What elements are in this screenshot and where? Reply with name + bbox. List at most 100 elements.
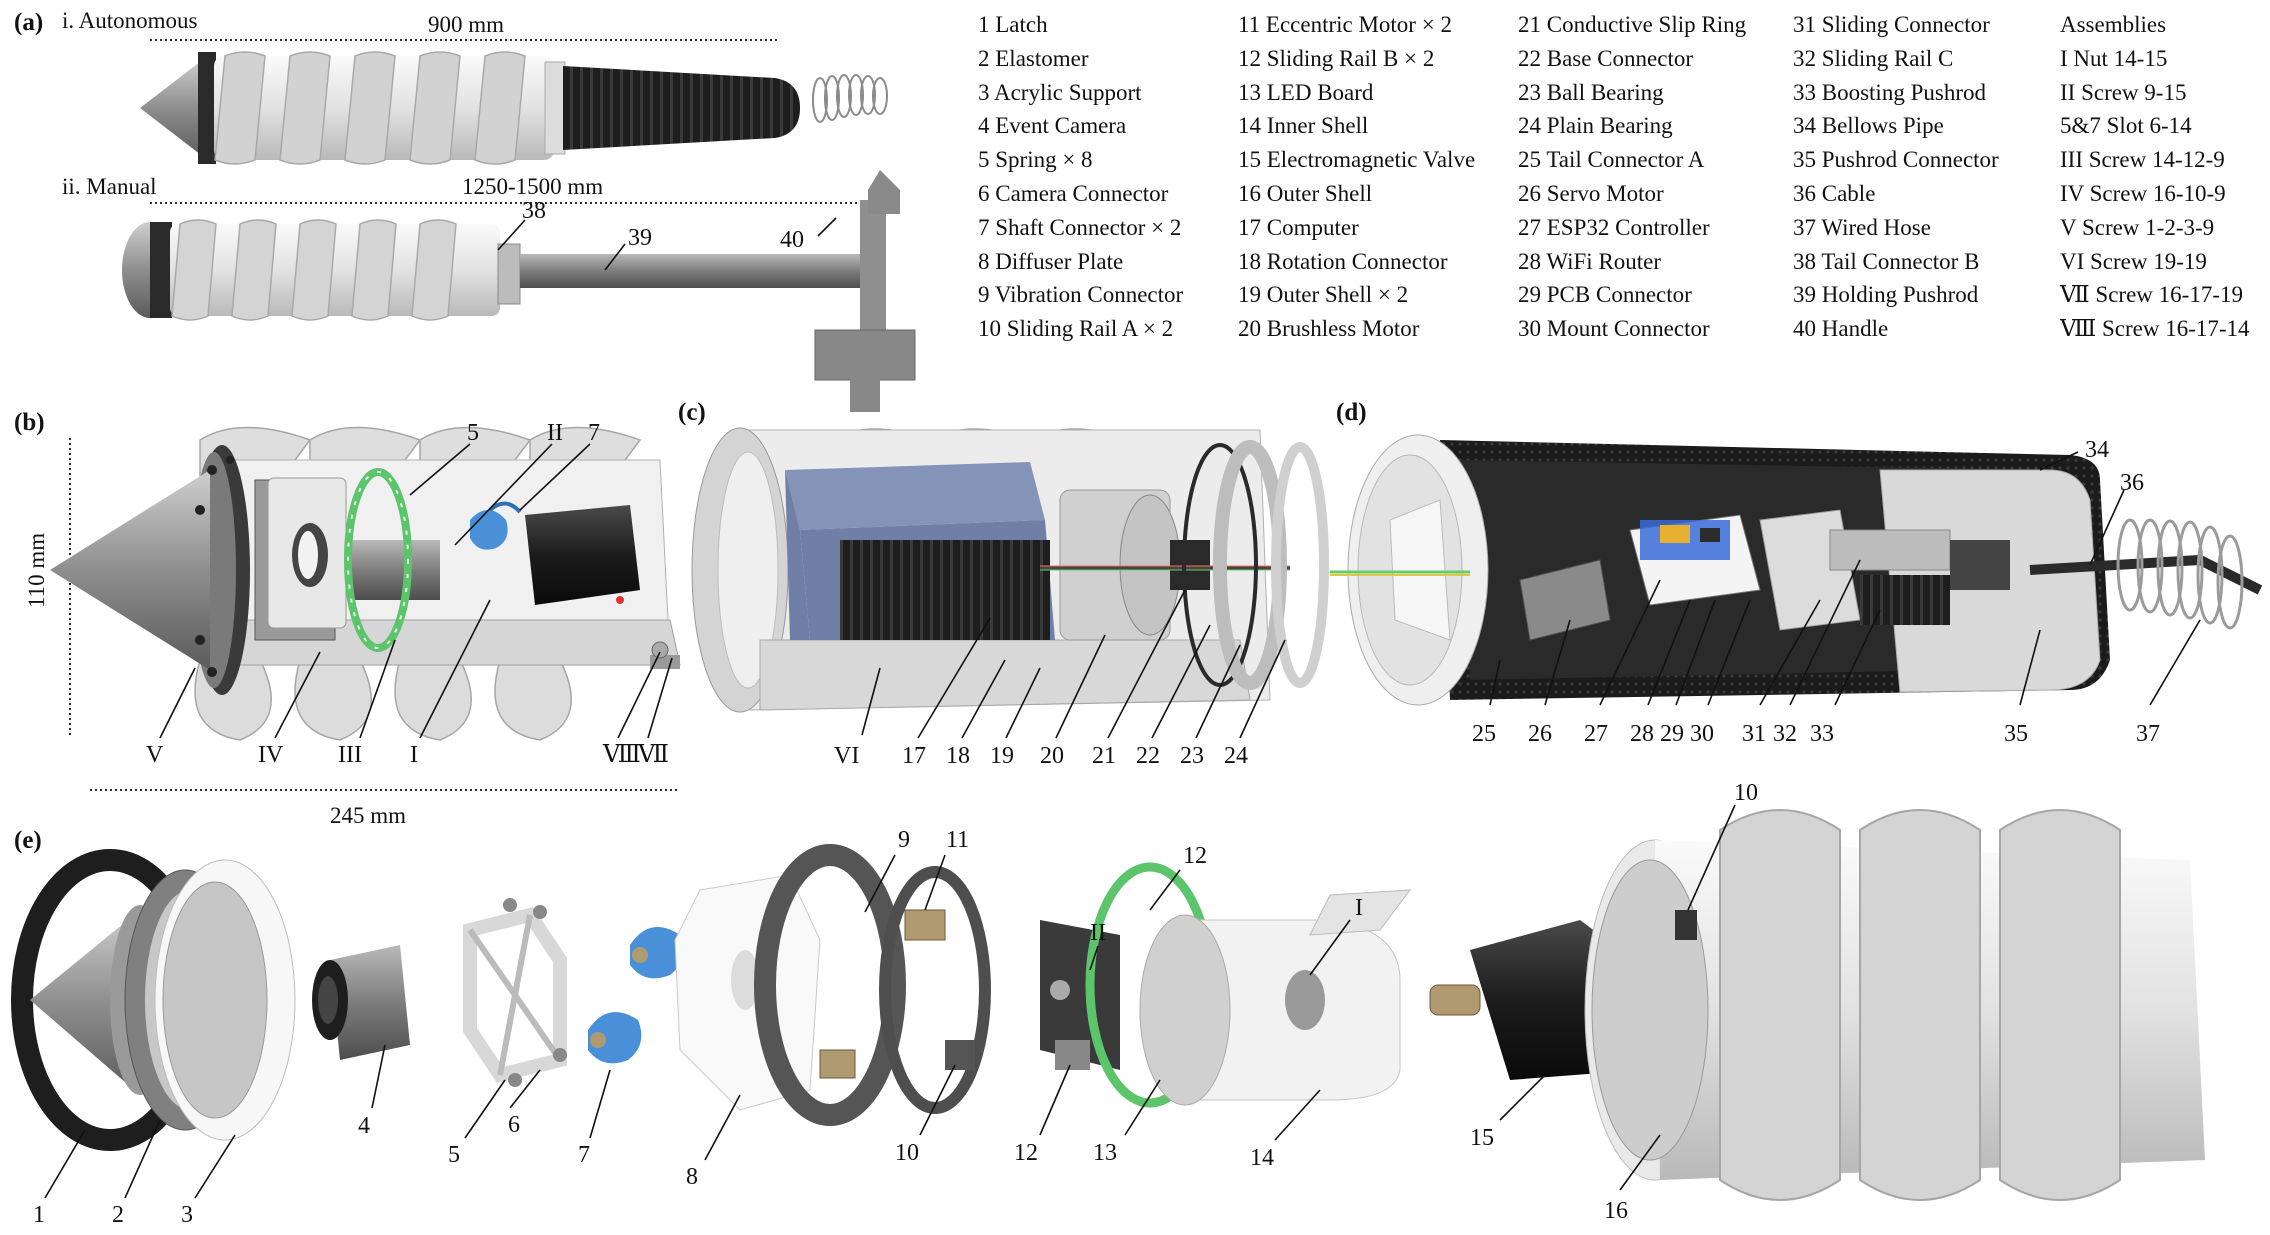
legend-item: 5 Spring × 8	[978, 147, 1093, 173]
callout-b-5: 5	[467, 420, 479, 446]
callout-d-28: 28	[1630, 721, 1654, 747]
legend-item: 11 Eccentric Motor × 2	[1238, 12, 1452, 37]
manual-label: ii. Manual	[62, 174, 157, 199]
callout-d-33: 33	[1810, 721, 1834, 747]
legend-item: 34 Bellows Pipe	[1793, 113, 1944, 139]
callout-e-I: I	[1355, 895, 1363, 921]
legend-item: 5&7 Slot 6-14	[2060, 113, 2192, 139]
legend-item: 38 Tail Connector B	[1793, 248, 1980, 274]
callout-e-7: 7	[578, 1142, 590, 1168]
callout-e-12-top: 12	[1183, 843, 1207, 869]
callout-e-4: 4	[358, 1113, 370, 1139]
callout-b-V: V	[146, 742, 164, 768]
panel-label-d: (d)	[1336, 399, 1367, 426]
legend-item: 8 Diffuser Plate	[978, 248, 1124, 274]
callout-38: 38	[522, 198, 546, 224]
callout-d-31: 31	[1742, 721, 1766, 747]
callout-c-20: 20	[1040, 743, 1064, 769]
legend-item: 32 Sliding Rail C	[1793, 45, 1954, 71]
callout-c-18: 18	[946, 743, 970, 769]
legend-item: 29 PCB Connector	[1518, 282, 1692, 308]
legend-item: 33 Boosting Pushrod	[1793, 79, 1986, 105]
manual-length: 1250-1500 mm	[462, 174, 603, 199]
legend-item: 39 Holding Pushrod	[1793, 282, 1979, 308]
callouts-b: 5 II 7 V IV III I Ⅷ Ⅶ	[146, 420, 673, 768]
legend-item: II Screw 9-15	[2060, 79, 2187, 105]
panel-label-a: (a)	[14, 9, 43, 36]
callout-e-5: 5	[448, 1142, 460, 1168]
callout-b-III: III	[338, 742, 362, 768]
length-dim-text: 245 mm	[330, 803, 406, 828]
callouts-a: 38 39 40	[497, 198, 837, 271]
legend-item: 23 Ball Bearing	[1518, 79, 1664, 105]
legend-item: 14 Inner Shell	[1238, 113, 1369, 139]
callout-d-36: 36	[2120, 470, 2144, 496]
legend-item: 35 Pushrod Connector	[1793, 147, 1999, 173]
legend-item: 18 Rotation Connector	[1238, 248, 1448, 274]
callout-e-8: 8	[686, 1164, 698, 1190]
legend-item: 6 Camera Connector	[978, 180, 1169, 206]
legend-item: 9 Vibration Connector	[978, 282, 1184, 308]
legend-item: III Screw 14-12-9	[2060, 147, 2225, 173]
legend-heading: Assemblies	[2060, 12, 2167, 37]
callout-e-11: 11	[946, 827, 969, 853]
legend-item: 27 ESP32 Controller	[1518, 214, 1710, 240]
panel-label-c: (c)	[678, 399, 706, 426]
callouts-c: VI 17 18 19 20 21 22 23 24	[834, 589, 1286, 769]
callout-d-32: 32	[1773, 721, 1797, 747]
panel-a: (a) i. Autonomous 900 mm ii. Ma	[14, 8, 916, 412]
legend-item: I Nut 14-15	[2060, 45, 2168, 71]
legend-item: Ⅷ Screw 16-17-14	[2060, 316, 2250, 342]
legend-item: 21 Conductive Slip Ring	[1518, 12, 1747, 37]
callout-c-23: 23	[1180, 743, 1204, 769]
legend-item: 37 Wired Hose	[1793, 214, 1931, 240]
legend-item: 26 Servo Motor	[1518, 180, 1664, 206]
callout-c-19: 19	[990, 743, 1014, 769]
legend-item: 36 Cable	[1793, 180, 1876, 206]
legend-column-1: 1 Latch 2 Elastomer 3 Acrylic Support 4 …	[978, 8, 1183, 346]
panel-c: (c)	[678, 399, 1329, 769]
legend-item: 40 Handle	[1793, 316, 1889, 342]
legend-item: 25 Tail Connector A	[1518, 147, 1705, 173]
callout-c-22: 22	[1136, 743, 1160, 769]
callout-d-34: 34	[2085, 437, 2109, 463]
callout-d-25: 25	[1472, 721, 1496, 747]
callout-e-9: 9	[898, 827, 910, 853]
callout-e-1: 1	[33, 1202, 45, 1228]
legend-item: 28 WiFi Router	[1518, 248, 1662, 274]
parts-legend: 1 Latch 2 Elastomer 3 Acrylic Support 4 …	[978, 8, 2268, 348]
panel-e: (e)	[11, 780, 2205, 1228]
legend-column-4: 31 Sliding Connector 32 Sliding Rail C 3…	[1793, 8, 1999, 346]
legend-item: 4 Event Camera	[978, 113, 1127, 139]
callout-c-17: 17	[902, 743, 926, 769]
callout-d-37: 37	[2136, 721, 2160, 747]
callout-c-24: 24	[1224, 743, 1248, 769]
legend-item: 1 Latch	[978, 12, 1048, 37]
callout-e-10-left: 10	[895, 1140, 919, 1166]
legend-item: 30 Mount Connector	[1518, 316, 1710, 342]
legend-item: 10 Sliding Rail A × 2	[978, 316, 1174, 342]
callout-e-3: 3	[181, 1202, 193, 1228]
height-dim-text: 110 mm	[24, 533, 49, 608]
legend-item: 19 Outer Shell × 2	[1238, 282, 1409, 308]
callout-b-7: 7	[588, 420, 600, 446]
panel-label-b: (b)	[14, 409, 45, 436]
legend-item: VI Screw 19-19	[2060, 248, 2207, 274]
callout-d-30: 30	[1690, 721, 1714, 747]
tail-cross-section-d	[1330, 434, 2263, 706]
legend-item: 7 Shaft Connector × 2	[978, 214, 1182, 240]
callout-c-VI: VI	[834, 743, 859, 769]
legend-item: Ⅶ Screw 16-17-19	[2060, 282, 2243, 308]
callout-d-26: 26	[1528, 721, 1552, 747]
manual-robot	[122, 170, 916, 412]
legend-item: V Screw 1-2-3-9	[2060, 214, 2215, 240]
callout-b-VIII: Ⅷ	[602, 742, 641, 768]
callout-e-15: 15	[1470, 1125, 1494, 1151]
callout-b-I: I	[410, 742, 418, 768]
callout-e-II: II	[1090, 920, 1106, 946]
callout-e-16: 16	[1604, 1198, 1628, 1224]
callout-e-6: 6	[508, 1112, 520, 1138]
legend-column-2: 11 Eccentric Motor × 2 12 Sliding Rail B…	[1238, 8, 1475, 346]
legend-item: 22 Base Connector	[1518, 45, 1694, 71]
